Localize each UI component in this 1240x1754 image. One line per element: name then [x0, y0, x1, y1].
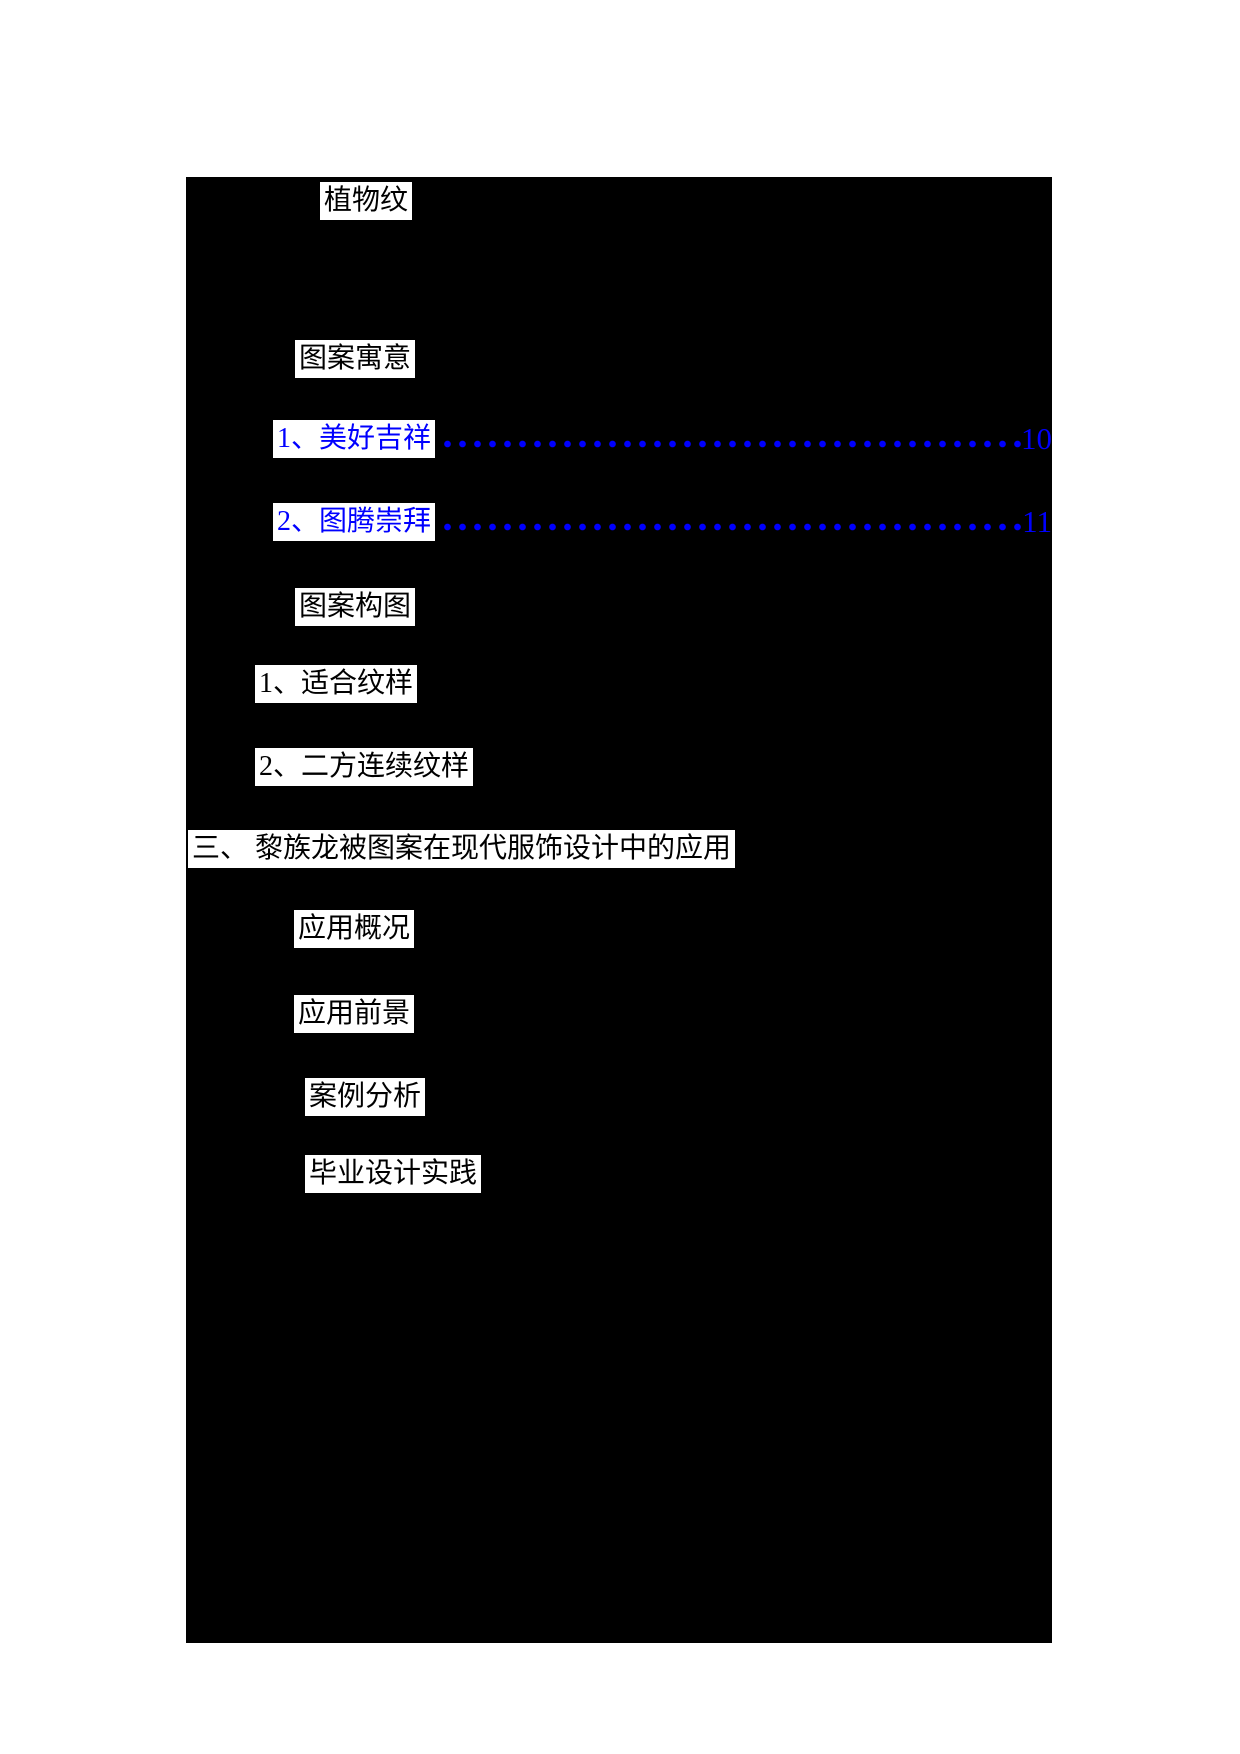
toc-entry-plant-pattern[interactable]: 植物纹 — [320, 182, 413, 220]
toc-entry-continuous-pattern[interactable]: 2、二方连续纹样 — [255, 748, 474, 786]
toc-row: 图案构图 — [295, 588, 416, 626]
toc-entry-pattern-meaning[interactable]: 图案寓意 — [295, 340, 416, 378]
toc-row: 2、图腾崇拜 11 — [273, 503, 1052, 541]
toc-entry-graduation-design-practice[interactable]: 毕业设计实践 — [305, 1155, 482, 1193]
toc-entry-auspicious-link[interactable]: 1、美好吉祥 — [273, 420, 436, 458]
toc-entry-pattern-composition[interactable]: 图案构图 — [295, 588, 416, 626]
toc-row: 1、美好吉祥 10 — [273, 420, 1052, 458]
toc-row: 毕业设计实践 — [305, 1155, 482, 1193]
toc-entry-totem-worship-link[interactable]: 2、图腾崇拜 — [273, 503, 436, 541]
toc-black-region: 植物纹 图案寓意 1、美好吉祥 10 2、图腾崇拜 11 图案构图 1、适合纹样… — [186, 177, 1052, 1643]
toc-entry-fitted-pattern[interactable]: 1、适合纹样 — [255, 665, 418, 703]
dotted-leader — [440, 521, 1023, 533]
toc-row: 应用前景 — [294, 995, 415, 1033]
toc-row: 2、二方连续纹样 — [255, 748, 474, 786]
toc-row: 应用概况 — [294, 910, 415, 948]
toc-row: 图案寓意 — [295, 340, 416, 378]
page-number: 10 — [1021, 421, 1052, 456]
dotted-leader — [440, 438, 1021, 450]
toc-entry-application-prospect[interactable]: 应用前景 — [294, 995, 415, 1033]
page-number: 11 — [1022, 504, 1052, 539]
toc-row: 三、 黎族龙被图案在现代服饰设计中的应用 — [188, 830, 736, 868]
toc-row: 1、适合纹样 — [255, 665, 418, 703]
toc-entry-case-analysis[interactable]: 案例分析 — [305, 1078, 426, 1116]
toc-row: 植物纹 — [320, 182, 413, 220]
toc-entry-section3-application[interactable]: 三、 黎族龙被图案在现代服饰设计中的应用 — [188, 830, 736, 868]
toc-entry-application-overview[interactable]: 应用概况 — [294, 910, 415, 948]
toc-row: 案例分析 — [305, 1078, 426, 1116]
